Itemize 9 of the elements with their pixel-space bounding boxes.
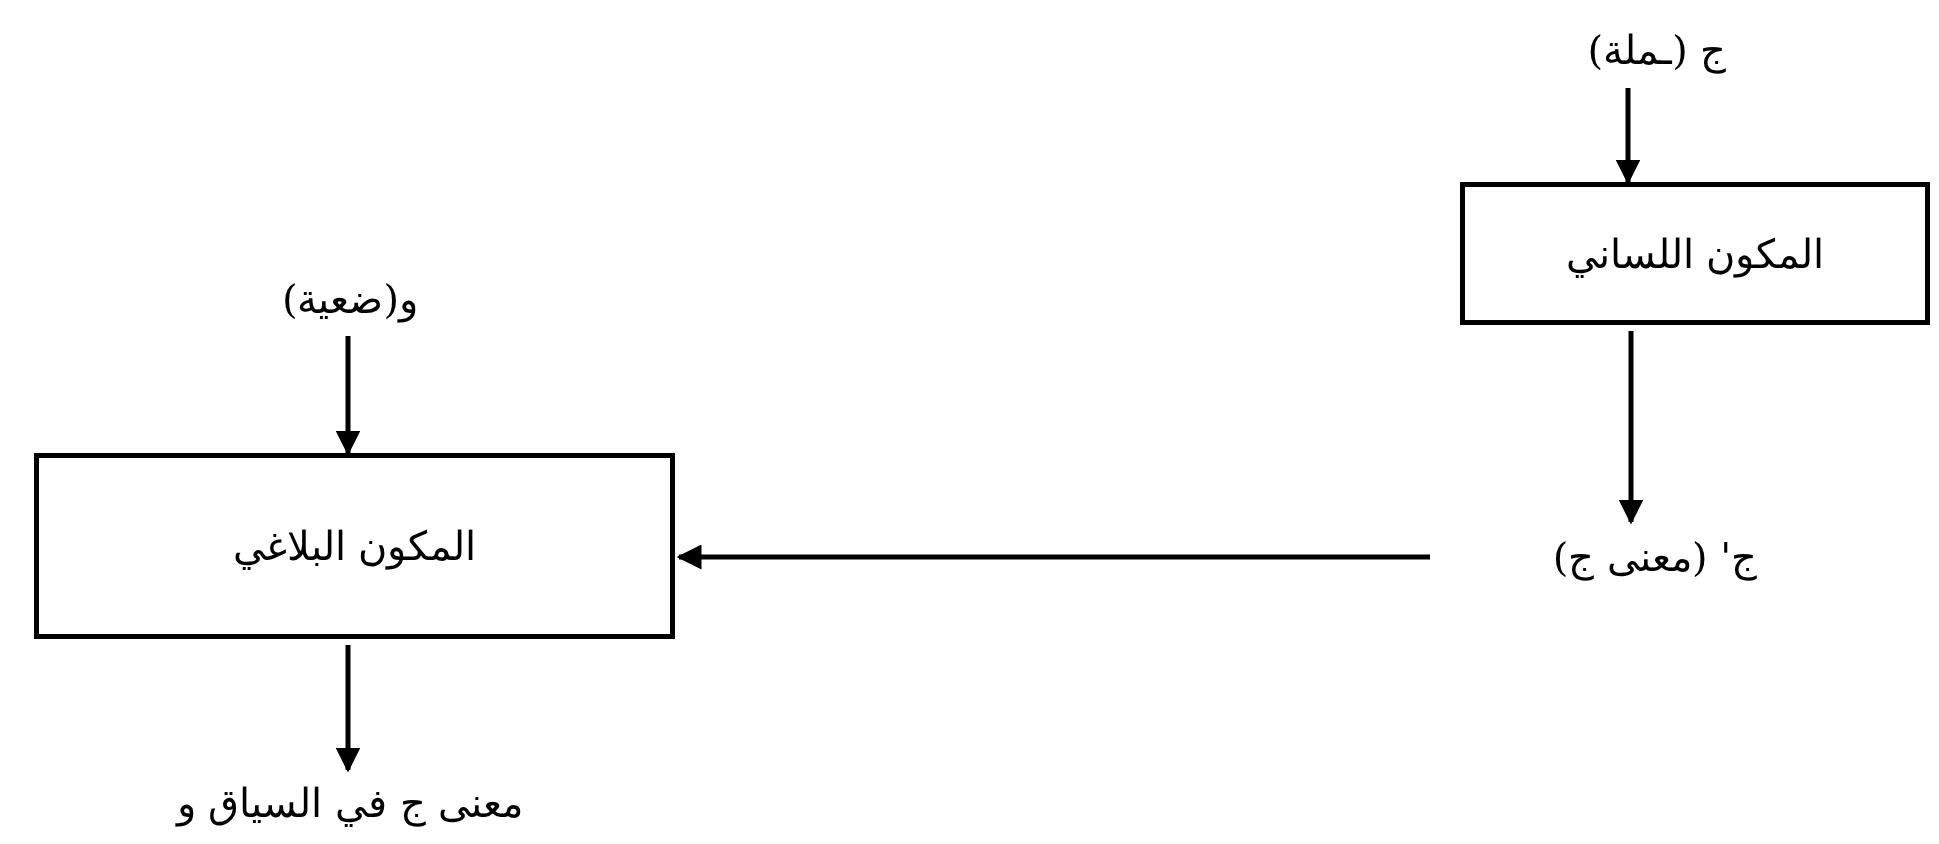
- process-box: المكون البلاغي: [34, 453, 675, 639]
- process-box: المكون اللساني: [1460, 182, 1930, 325]
- flow-text: و(ضعية): [230, 268, 470, 330]
- arrow: [676, 544, 1430, 570]
- flow-text: ج' (معنى ج): [1470, 522, 1840, 592]
- arrow: [1618, 331, 1644, 525]
- arrow: [335, 645, 361, 773]
- flow-text: ج (ـملة): [1537, 18, 1777, 82]
- flow-text: معنى ج في السياق و: [72, 770, 628, 836]
